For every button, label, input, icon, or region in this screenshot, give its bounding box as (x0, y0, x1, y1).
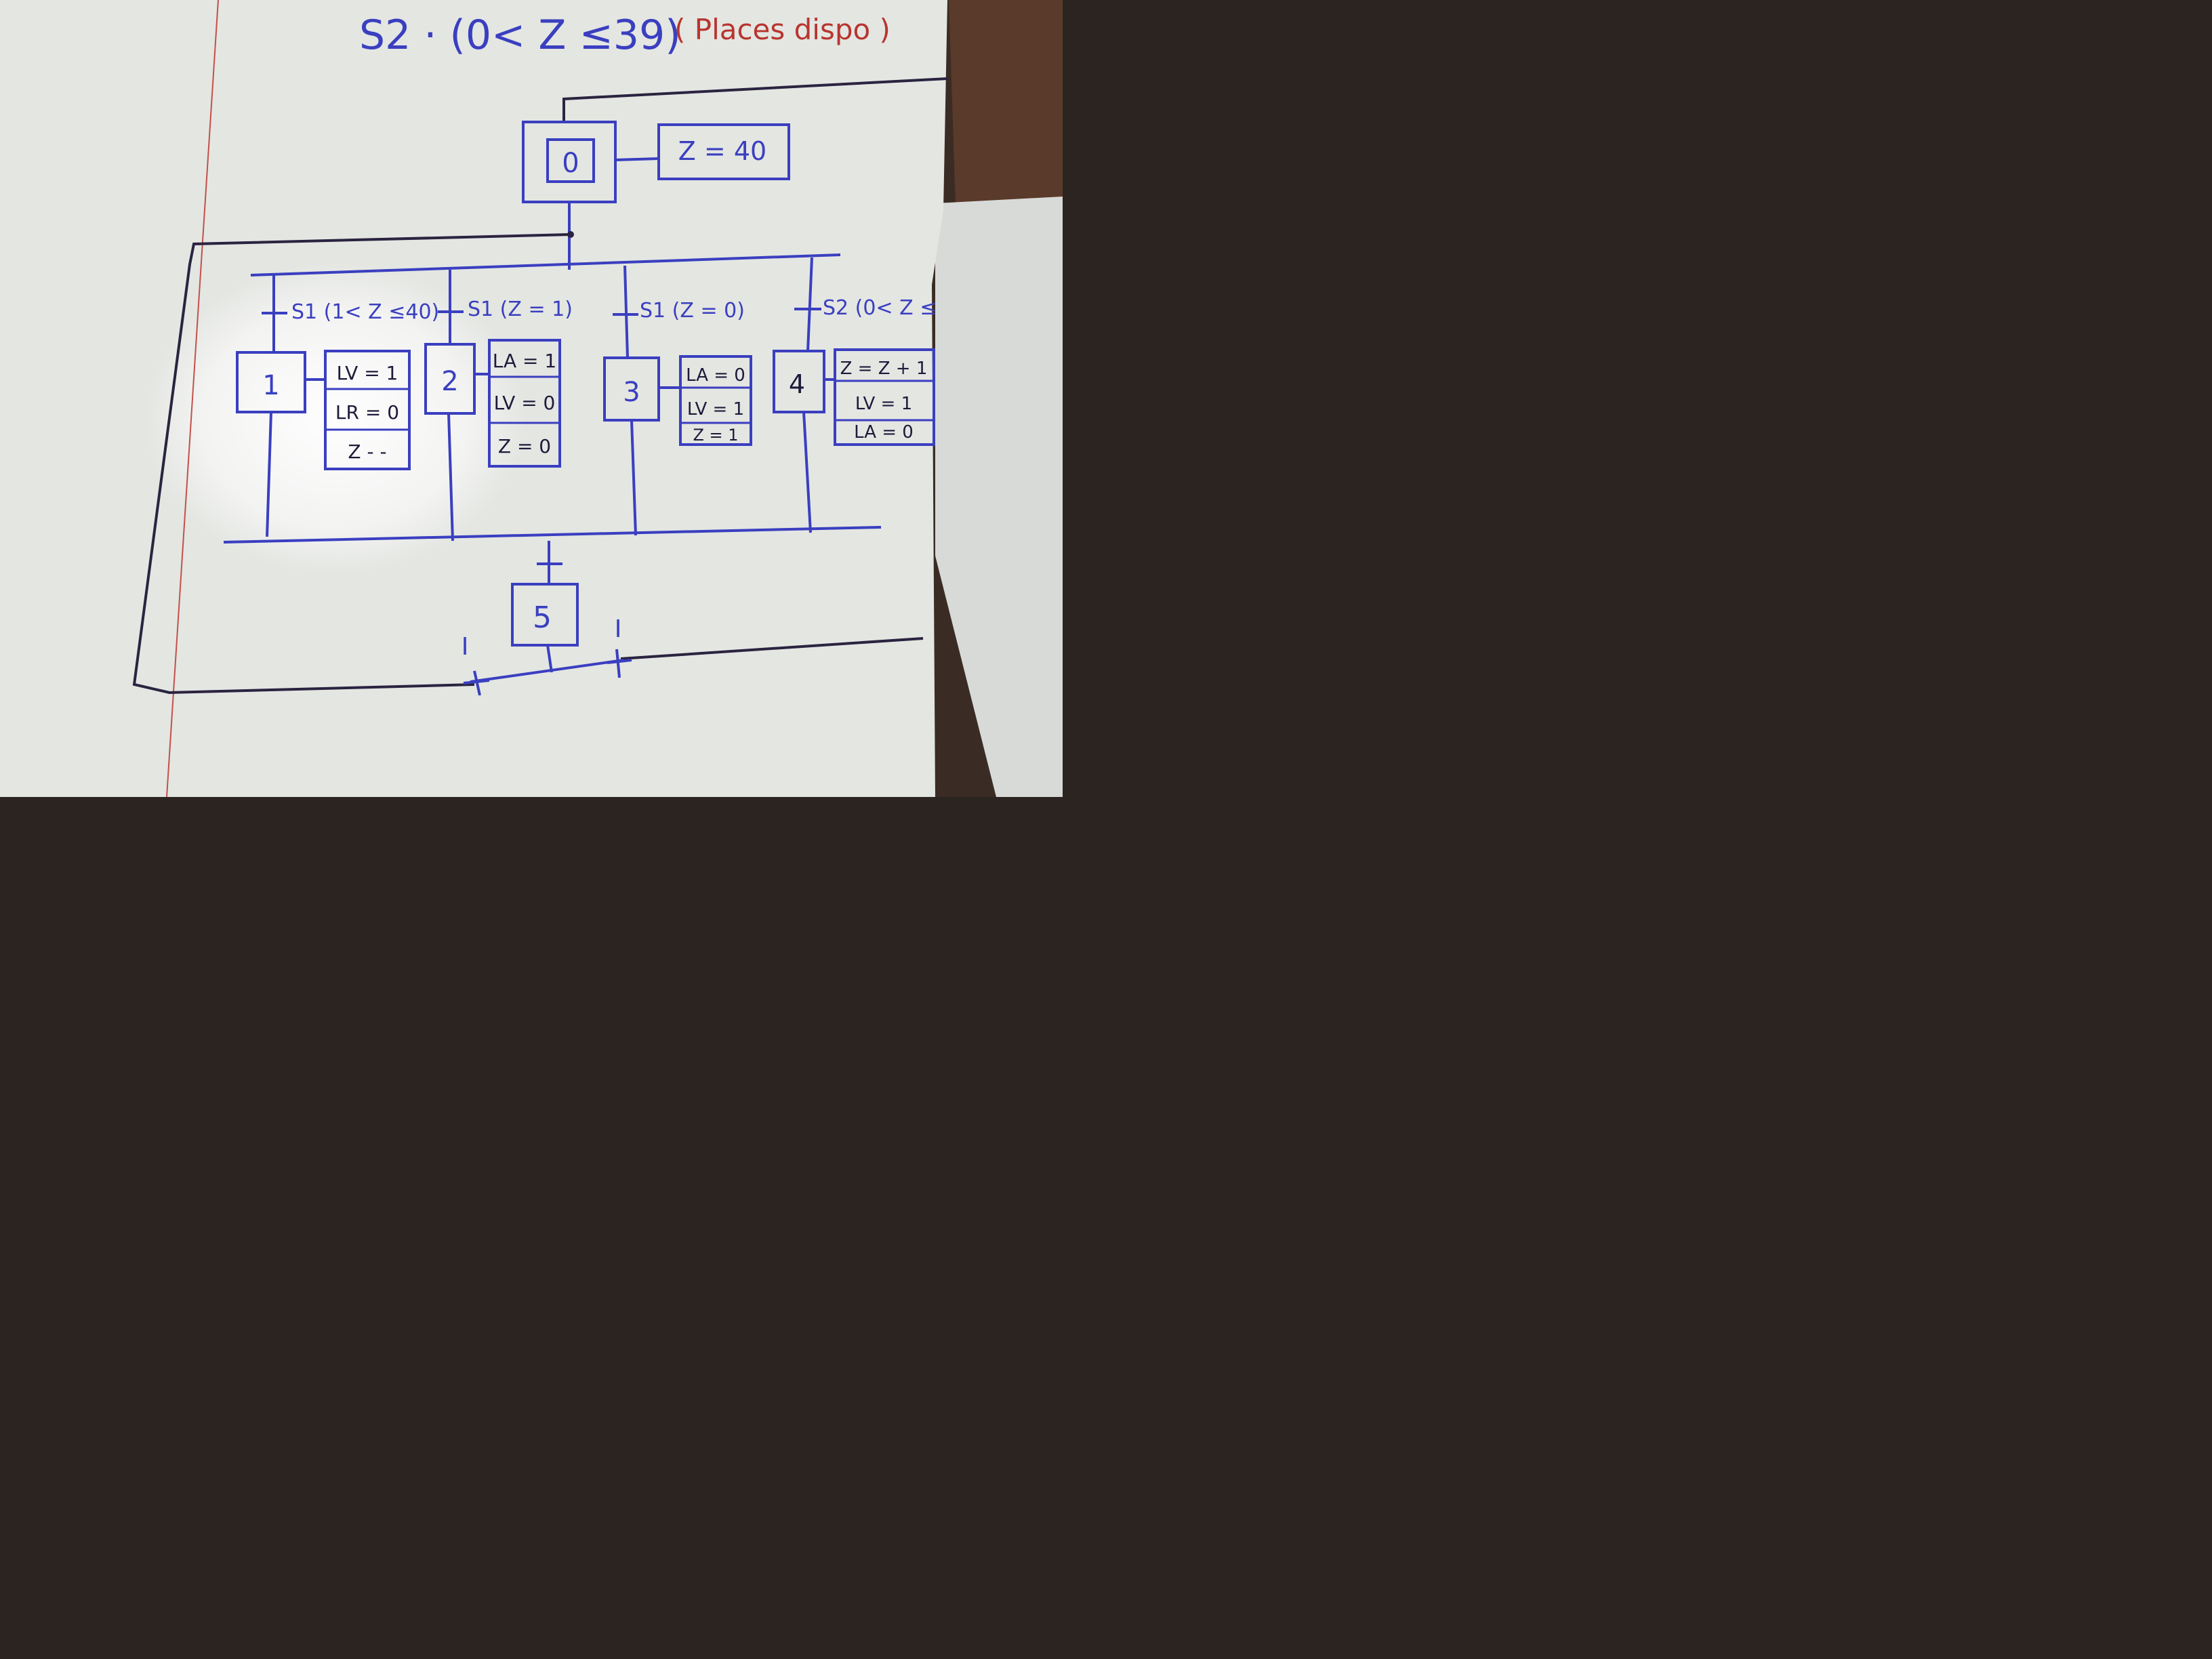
header-condition: S2 · (0< Z ≤39) (359, 12, 681, 59)
step-0-number: 0 (562, 148, 579, 179)
step-1-actions-box (324, 350, 411, 470)
step-2-action-2: LV = 0 (494, 392, 556, 414)
step-2-action-3: Z = 0 (498, 435, 551, 457)
transition-1-label: S1 (1< Z ≤40) (291, 300, 439, 324)
transition-4-label: S2 (0< Z ≤ (823, 296, 937, 320)
step-1-action-2: LR = 0 (335, 401, 399, 424)
step-4-number: 4 (789, 369, 805, 399)
bottom-transition-left-label: I (462, 633, 469, 661)
photo-stage: S2 · (0< Z ≤39) ( Places dispo ) 0 Z = 4… (0, 0, 1063, 797)
step-3-actions-box (679, 355, 752, 446)
loop-right-branch (620, 637, 924, 660)
transition-3-label: S1 (Z = 0) (640, 299, 745, 323)
step-0-action: Z = 40 (678, 136, 766, 166)
step-1-action-1: LV = 1 (337, 362, 398, 384)
step-2-number: 2 (441, 366, 458, 397)
header-note: ( Places dispo ) (674, 13, 890, 46)
step-3-action-2: LV = 1 (687, 399, 744, 419)
step-4-action-2: LV = 1 (855, 394, 912, 414)
grafcet-sheet: S2 · (0< Z ≤39) ( Places dispo ) 0 Z = 4… (0, 0, 1063, 797)
wood-corner (949, 0, 1063, 203)
branch-3: S1 (Z = 0) 3 LA = 0 LV = 1 Z = 1 (603, 265, 752, 536)
branch-4: S2 (0< Z ≤ 4 Z = Z + 1 LV = 1 LA = 0 (773, 257, 937, 533)
bottom-transition-right: I (607, 615, 632, 678)
bottom-transition-right-label: I (615, 615, 622, 643)
step-2-action-1: LA = 1 (493, 350, 556, 372)
transition-2-label: S1 (Z = 1) (468, 298, 573, 321)
branch-1: S1 (1< Z ≤40) 1 LV = 1 LR = 0 Z - - (236, 274, 439, 537)
branch-2: S1 (Z = 1) 2 LA = 1 LV = 0 Z = 0 (424, 270, 573, 541)
bottom-divergence-line (470, 659, 624, 683)
step-3-number: 3 (623, 377, 640, 408)
margin-line (166, 0, 219, 797)
step-1-action-3: Z - - (348, 441, 386, 463)
bottom-transition-left: I (462, 633, 490, 696)
step-4-actions-box (834, 348, 935, 446)
second-sheet (935, 197, 1063, 797)
step-4-action-3: LA = 0 (854, 422, 914, 443)
light-glare (108, 136, 705, 623)
initial-step-0: 0 (522, 121, 617, 203)
step-5-box (511, 583, 579, 647)
step-3-action-3: Z = 1 (693, 426, 738, 445)
divergence-line (250, 253, 841, 276)
step-0-action-link (615, 157, 659, 161)
step-4-action-1: Z = Z + 1 (840, 359, 928, 379)
step-2-actions-box (488, 339, 561, 468)
step-3-action-1: LA = 0 (686, 365, 745, 386)
step-4-box (773, 350, 825, 413)
step-5-number: 5 (533, 600, 552, 635)
step-0-action-box: Z = 40 (657, 123, 790, 180)
loop-outline (132, 233, 571, 695)
loop-return-line (562, 77, 948, 122)
step-1-number: 1 (262, 370, 279, 401)
join-step-5: 5 (511, 541, 579, 673)
convergence-line (223, 526, 882, 544)
